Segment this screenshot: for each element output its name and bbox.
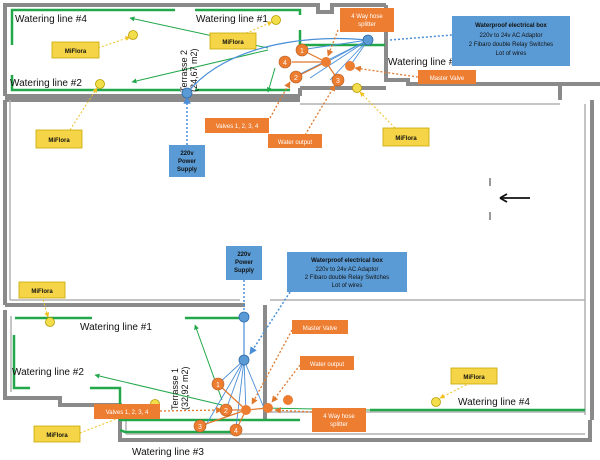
top-sensor-box-3: MiFlora [35, 129, 83, 149]
bottom-sensor-label-2: MiFlora [46, 433, 68, 439]
bottom-valves: 1 2 3 4 [193, 377, 293, 437]
bottom-valves-box: Valves 1, 2, 3, 4 [94, 404, 160, 419]
bottom-valve-1: 1 [216, 382, 220, 389]
top-terrace-label: Terrasse 2 (24,67 m2) [179, 47, 199, 92]
top-watering-line-3-label: Watering line #3 [388, 57, 460, 68]
t2b-line: (24,67 m2) [189, 48, 199, 92]
bottom-elecbox-title: Waterproof electrical box [311, 258, 383, 264]
top-valve-2: 2 [294, 75, 298, 82]
walls [3, 3, 600, 442]
top-elecbox-line-1: 220v to 24v AC Adaptor [479, 33, 542, 39]
top-relay-node [362, 34, 374, 46]
bhs2-line: splitter [330, 422, 348, 428]
top-sensor-box-2: MiFlora [209, 32, 257, 50]
bottom-water-output-label: Water output [310, 362, 344, 368]
bottom-sensor-arrows [41, 295, 471, 434]
bottom-electric-wires [205, 320, 265, 429]
top-valve-1: 1 [300, 48, 304, 55]
bottom-valve-2: 2 [224, 408, 228, 415]
top-sensor-box-1: MiFlora [51, 41, 100, 59]
bottom-electrical-box: Waterproof electrical box 220v to 24v AC… [287, 252, 407, 292]
top-watering-lines [10, 8, 385, 92]
top-valves: 1 2 3 4 [278, 43, 355, 87]
top-water-output-box: Water output [268, 134, 322, 148]
top-watering-line-1-label: Watering line #1 [196, 14, 268, 25]
top-sensor-label-4: MiFlora [395, 136, 417, 142]
top-elecbox-title: Waterproof electrical box [475, 23, 547, 29]
top-sensor-label-3: MiFlora [48, 138, 70, 144]
bottom-elecbox-line-2: 2 Fibaro double Relay Switches [305, 275, 389, 281]
top-water-arrows [269, 29, 419, 136]
top-feed-lines [129, 16, 276, 93]
bottom-watering-line-3-label: Watering line #3 [132, 447, 204, 458]
top-valve-4: 4 [283, 60, 287, 67]
top-sensor-label-2: MiFlora [222, 40, 244, 46]
bottom-hose-splitter-box: 4 Way hose splitter [312, 408, 366, 432]
bottom-valve-4: 4 [234, 428, 238, 435]
top-water-output-label: Water output [278, 140, 312, 146]
top-valve-3: 3 [336, 78, 340, 85]
t1b-line: (32,92 m2) [180, 366, 190, 410]
top-electrical-box: Waterproof electrical box 220v to 24v AC… [452, 16, 570, 66]
top-sensor-arrows [69, 21, 396, 131]
top-elecbox-line-3: Lot of wires [496, 51, 527, 57]
bottom-sensor-box-3: MiFlora [450, 367, 498, 385]
t1a-line: Terrasse 1 [170, 368, 180, 410]
top-master-valve-label: Master Valve [430, 76, 465, 82]
top-watering-line-2-label: Watering line #2 [10, 78, 82, 89]
bottom-elecbox-link [249, 291, 291, 355]
top-electric-wires [186, 37, 369, 94]
tps2-line: Power [178, 159, 197, 165]
top-elecbox-line-2: 2 Fibaro double Relay Switches [469, 42, 553, 48]
bottom-valve-3: 3 [198, 424, 202, 431]
bottom-master-valve-box: Master Valve [292, 320, 348, 334]
bottom-sensor-box-1: MiFlora [18, 281, 66, 299]
tps3-line: Supply [177, 167, 198, 173]
bps3-line: Supply [234, 268, 255, 274]
inner-walls [9, 100, 586, 435]
tps1-line: 220v [180, 151, 194, 157]
bottom-elecbox-line-1: 220v to 24v AC Adaptor [315, 267, 378, 273]
bottom-water-pipes [199, 383, 269, 431]
top-sensor-dots [95, 15, 362, 93]
top-master-valve-box: Master Valve [418, 70, 476, 84]
bps1-line: 220v [237, 252, 251, 258]
bottom-watering-line-1-label: Watering line #1 [80, 322, 152, 333]
bottom-watering-line-2-label: Watering line #2 [12, 367, 84, 378]
top-power-node [181, 87, 193, 99]
bps2-line: Power [235, 260, 254, 266]
bottom-watering-line-4-label: Watering line #4 [458, 397, 530, 408]
top-valves-label: Valves 1, 2, 3, 4 [216, 124, 259, 130]
bottom-terrace-label: Terrasse 1 (32,92 m2) [170, 365, 190, 410]
t2a-line: Terrasse 2 [179, 50, 189, 92]
bottom-water-output-box: Water output [300, 356, 354, 370]
bottom-power-node [238, 311, 250, 323]
bottom-valves-label: Valves 1, 2, 3, 4 [106, 410, 149, 416]
ths2-line: splitter [358, 22, 376, 28]
bottom-relay-node [238, 354, 250, 366]
top-valves-box: Valves 1, 2, 3, 4 [205, 118, 269, 133]
top-watering-line-4-label: Watering line #4 [15, 14, 87, 25]
top-sensor-label-1: MiFlora [65, 49, 87, 55]
ths1-line: 4 Way hose [351, 14, 383, 20]
bottom-sensor-label-3: MiFlora [463, 375, 485, 381]
bottom-elecbox-line-3: Lot of wires [332, 283, 363, 289]
arrow-left-icon [499, 193, 530, 203]
top-hose-splitter-box: 4 Way hose splitter [340, 8, 394, 32]
bottom-sensor-label-1: MiFlora [31, 289, 53, 295]
bottom-sensor-box-2: MiFlora [33, 425, 81, 443]
bottom-master-valve-label: Master Valve [303, 326, 338, 332]
top-sensor-box-4: MiFlora [382, 127, 430, 147]
top-elecbox-link [389, 34, 453, 41]
bhs1-line: 4 Way hose [323, 414, 355, 420]
